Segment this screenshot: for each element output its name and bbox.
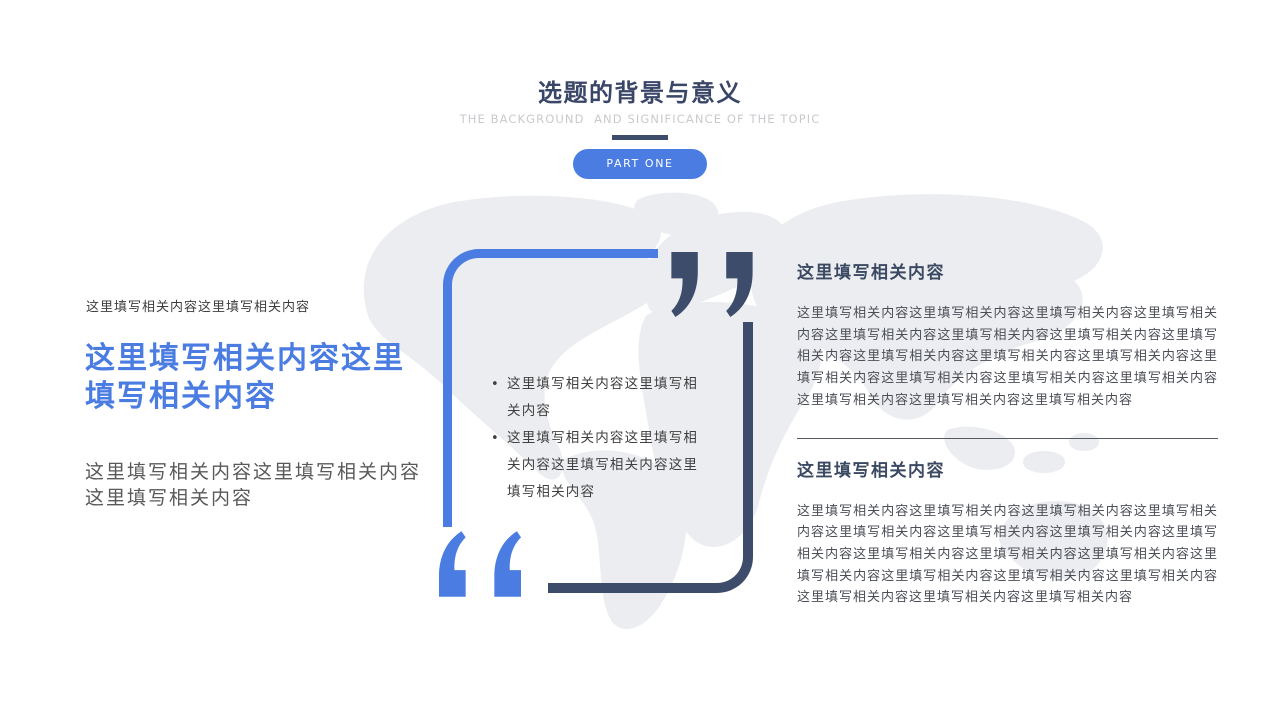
opening-quote-icon bbox=[439, 531, 521, 597]
section-divider-line bbox=[797, 437, 1218, 439]
bullet-dot-icon: • bbox=[491, 431, 500, 446]
quote-bullet-list: • 这里填写相关内容这里填写相关内容 • 这里填写相关内容这里填写相关内容这里填… bbox=[489, 371, 705, 506]
part-one-badge: PART ONE bbox=[573, 149, 707, 179]
right-section-heading: 这里填写相关内容 bbox=[797, 460, 945, 481]
quote-frame-blue bbox=[443, 249, 658, 527]
page-title: 选题的背景与意义 bbox=[538, 79, 742, 107]
right-section-body: 这里填写相关内容这里填写相关内容这里填写相关内容这里填写相关内容这里填写相关内容… bbox=[797, 306, 1218, 408]
right-section-heading: 这里填写相关内容 bbox=[797, 263, 945, 283]
bullet-item: • 这里填写相关内容这里填写相关内容这里填写相关内容这里填写相关内容 bbox=[489, 425, 705, 506]
bullet-item: • 这里填写相关内容这里填写相关内容 bbox=[489, 371, 705, 425]
quote-frame-navy bbox=[548, 322, 753, 593]
bullet-item-text: 这里填写相关内容这里填写相关内容这里填写相关内容这里填写相关内容 bbox=[507, 430, 699, 500]
left-intro-text: 这里填写相关内容这里填写相关内容 bbox=[86, 300, 311, 315]
title-underline-bar bbox=[612, 135, 668, 140]
right-column: 这里填写相关内容 这里填写相关内容这里填写相关内容这里填写相关内容这里填写相关内… bbox=[797, 261, 1218, 609]
bullet-item-text: 这里填写相关内容这里填写相关内容 bbox=[507, 376, 699, 419]
right-section-body: 这里填写相关内容这里填写相关内容这里填写相关内容这里填写相关内容这里填写相关内容… bbox=[797, 503, 1218, 606]
page-subtitle: THE BACKGROUND AND SIGNIFICANCE OF THE T… bbox=[459, 112, 821, 126]
bullet-dot-icon: • bbox=[491, 377, 500, 392]
left-paragraph: 这里填写相关内容这里填写相关内容这里填写相关内容 bbox=[85, 461, 422, 509]
closing-quote-icon bbox=[671, 252, 753, 317]
left-headline: 这里填写相关内容这里填写相关内容 bbox=[85, 341, 405, 414]
